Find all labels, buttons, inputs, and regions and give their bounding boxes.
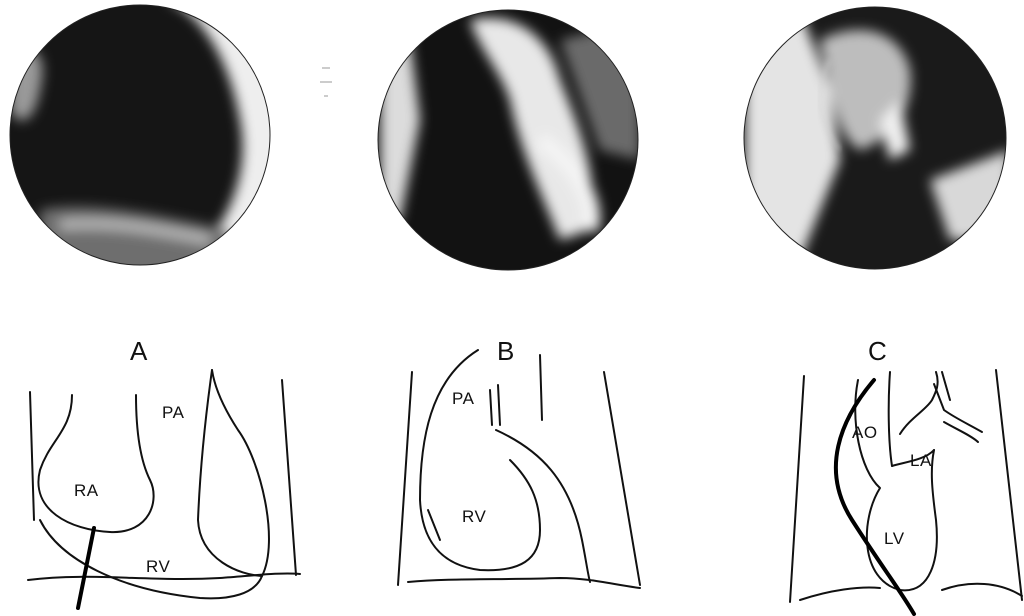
label-pa: PA [162,403,185,422]
radiograph-a [0,0,290,280]
label-rv: RV [146,557,170,576]
drawing-b: B PA RV [398,336,640,588]
panel-letter-b: B [497,336,514,366]
label-ra: RA [74,481,99,500]
panel-letter-a: A [130,336,148,366]
radiograph-c [740,0,1020,280]
label-lv: LV [884,529,905,548]
scan-specks [320,68,332,96]
label-rv: RV [462,507,486,526]
panel-letter-c: C [868,336,887,366]
drawing-a: A PA RA RV [28,336,300,608]
label-pa: PA [452,389,475,408]
label-ao: AO [852,423,878,442]
label-la: LA [910,451,932,470]
radiograph-b [370,0,650,280]
drawing-c: C AO LA LV [790,336,1022,614]
